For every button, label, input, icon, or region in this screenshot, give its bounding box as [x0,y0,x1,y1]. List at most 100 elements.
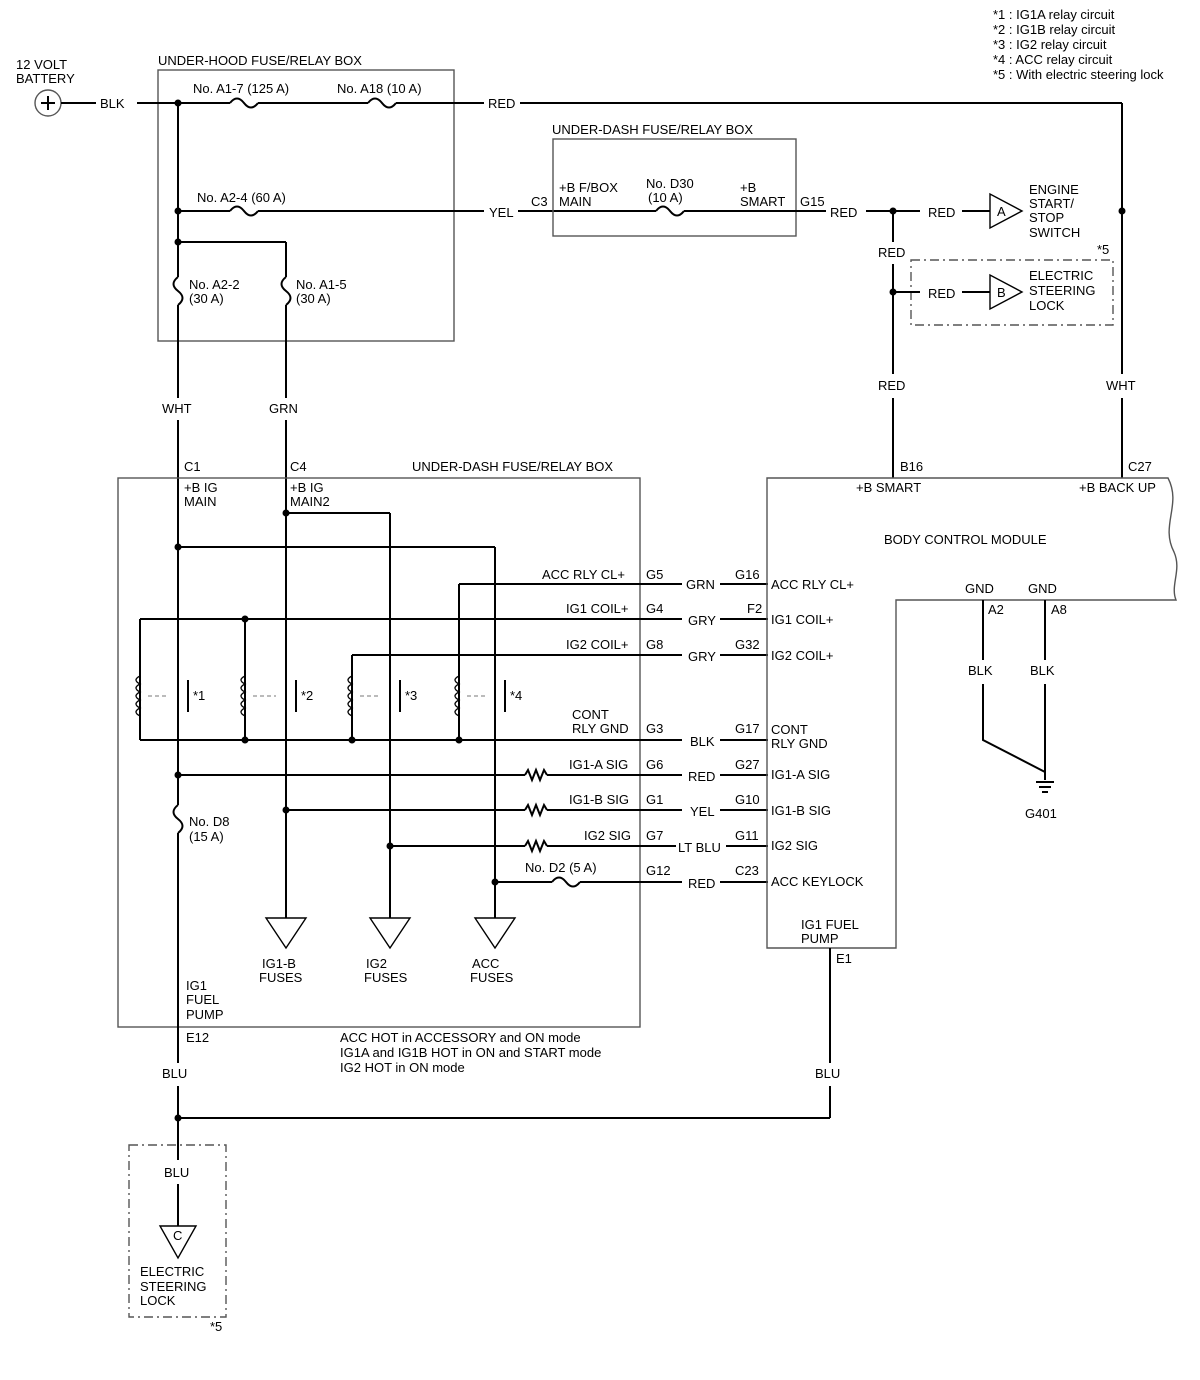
conn-g8: G8 [646,637,663,652]
bcm-gnd-label-2: GND [1028,581,1057,596]
relay-4-tag: *4 [510,688,522,703]
note-2: *2 : IG1B relay circuit [993,22,1115,37]
b-smart-label-2: SMART [740,194,785,209]
relay-1-tag: *1 [193,688,205,703]
output-b-label-1: ELECTRIC [1029,268,1093,283]
wire-label-gry-g4: GRY [688,613,716,628]
fuse-a1-5 [280,276,292,306]
output-b-label-3: LOCK [1029,298,1065,313]
bf-main-label-1: +B F/BOX [559,180,618,195]
conn-g17: G17 [735,721,760,736]
fuse-d8-label-2: (15 A) [189,829,224,844]
ud-acc-rly-label: ACC RLY CL+ [542,567,625,582]
ud-cont-label-1: CONT [572,707,609,722]
bcm-ig2-coil-label: IG2 COIL+ [771,648,834,663]
conn-g32: G32 [735,637,760,652]
bcm-ig1b-sig-label: IG1-B SIG [771,803,831,818]
ground-g401-label: G401 [1025,806,1057,821]
fuse-a18 [367,97,397,109]
relay-3-tag: *3 [405,688,417,703]
conn-c23: C23 [735,863,759,878]
wire-label-grn-c4: GRN [269,401,298,416]
esl-option-box-bottom [128,1144,227,1318]
wire-label-red-g15: RED [830,205,857,220]
bcm-fuel-label-1: IG1 FUEL [801,917,859,932]
output-b-triangle [989,273,1024,311]
footnotes: *1 : IG1A relay circuit *2 : IG1B relay … [993,7,1164,82]
fuse-a2-2-label-2: (30 A) [189,291,224,306]
note-5: *5 : With electric steering lock [993,67,1164,82]
fuse-d30 [655,205,685,217]
conn-c3: C3 [531,194,548,209]
ig-main2-label-2: MAIN2 [290,494,330,509]
b-smart-label-1: +B [740,180,756,195]
conn-e1: E1 [836,951,852,966]
fuse-a1-5-label-2: (30 A) [296,291,331,306]
resistor-ig1a [524,767,548,783]
conn-g4: G4 [646,601,663,616]
conn-c4: C4 [290,459,307,474]
wire-label-blk-g3: BLK [690,734,715,749]
wire-label-red-top: RED [488,96,515,111]
bcm-box [766,477,1178,949]
wire-label-red-g6: RED [688,769,715,784]
acc-fuses-label-2: FUSES [470,970,514,985]
fuse-a2-4-label: No. A2-4 (60 A) [197,190,286,205]
underdash-main-title: UNDER-DASH FUSE/RELAY BOX [412,459,613,474]
wire-label-red-a: RED [928,205,955,220]
resistor-ig2 [524,838,548,854]
battery: 12 VOLT BATTERY [16,57,75,117]
underdash-top-title: UNDER-DASH FUSE/RELAY BOX [552,122,753,137]
bcm-acc-keylock-label: ACC KEYLOCK [771,874,864,889]
wire-label-blu-e1: BLU [815,1066,840,1081]
conn-g1: G1 [646,792,663,807]
ig2-fuses-triangle [368,917,412,950]
ud-cont-label-2: RLY GND [572,721,629,736]
output-c-label-1: ELECTRIC [140,1264,204,1279]
wire-label-yel-g1: YEL [690,804,715,819]
conn-f2: F2 [747,601,762,616]
ud-fuel-label-3: PUMP [186,1007,224,1022]
mode-note-2: IG1A and IG1B HOT in ON and START mode [340,1045,601,1060]
bf-main-label-2: MAIN [559,194,592,209]
conn-b16: B16 [900,459,923,474]
relay-acc: *4 [454,675,522,717]
star5-top: *5 [1097,242,1109,257]
ig1b-fuses-label-2: FUSES [259,970,303,985]
conn-g7: G7 [646,828,663,843]
output-c-triangle [158,1225,198,1260]
ud-fuel-label-1: IG1 [186,978,207,993]
fuse-d8 [172,804,184,834]
output-b-letter: B [997,285,1006,300]
ig-main2-label-1: +B IG [290,480,324,495]
wire-label-yel-top: YEL [489,205,514,220]
bcm-ig1a-sig-label: IG1-A SIG [771,767,830,782]
bcm-b-smart-label: +B SMART [856,480,921,495]
bcm-b-backup-label: +B BACK UP [1079,480,1156,495]
conn-a8: A8 [1051,602,1067,617]
wire-label-red-g12: RED [688,876,715,891]
mode-note-1: ACC HOT in ACCESSORY and ON mode [340,1030,581,1045]
output-a-label-3: STOP [1029,210,1064,225]
conn-g27: G27 [735,757,760,772]
acc-fuses-triangle [473,917,517,950]
conn-g12: G12 [646,863,671,878]
relay-ig1b: *2 [240,675,313,717]
mode-note-3: IG2 HOT in ON mode [340,1060,465,1075]
underdash-main-box [117,477,641,1028]
ground-g401-icon [1036,781,1054,793]
conn-g6: G6 [646,757,663,772]
conn-g10: G10 [735,792,760,807]
fuse-a1-7 [229,97,259,109]
note-4: *4 : ACC relay circuit [993,52,1113,67]
underhood-title: UNDER-HOOD FUSE/RELAY BOX [158,53,362,68]
star5-bottom: *5 [210,1319,222,1334]
wire-label-blu-esl: BLU [164,1165,189,1180]
fuse-d2 [551,876,581,888]
resistor-ig1b [524,802,548,818]
conn-g11: G11 [735,828,759,843]
bcm-fuel-label-2: PUMP [801,931,839,946]
relay-ig1a: *1 [135,675,205,717]
ud-ig1-coil-label: IG1 COIL+ [566,601,629,616]
underhood-box [157,69,455,342]
